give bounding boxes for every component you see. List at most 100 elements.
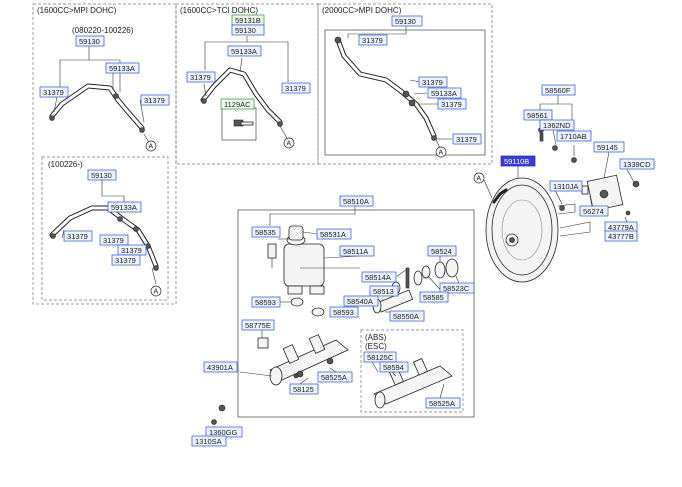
svg-text:58525A: 58525A — [429, 399, 455, 408]
part-label-58585[interactable]: 58585 — [419, 291, 449, 303]
part-label-58593-1[interactable]: 58593 — [251, 296, 281, 308]
part-label-58514A[interactable]: 58514A — [361, 271, 397, 283]
part-label-59130-c[interactable]: 59130 — [391, 15, 423, 27]
part-label-31379-d4[interactable]: 31379 — [111, 254, 141, 266]
part-label-59145[interactable]: 59145 — [593, 141, 625, 153]
svg-text:1362ND: 1362ND — [543, 121, 571, 130]
part-label-58525A-1[interactable]: 58525A — [317, 371, 353, 383]
frame-1600-mpi — [32, 3, 177, 305]
hose-assembly-4 — [49, 205, 159, 271]
svg-text:58593: 58593 — [255, 298, 276, 307]
part-label-59133A-c[interactable]: 59133A — [427, 87, 462, 99]
part-label-1310SA[interactable]: 1310SA — [191, 435, 227, 447]
svg-text:31379: 31379 — [115, 256, 136, 265]
part-label-58525A-2[interactable]: 58525A — [425, 397, 461, 409]
part-label-58531A[interactable]: 58531A — [316, 228, 352, 240]
svg-text:58593: 58593 — [333, 308, 354, 317]
part-label-56274[interactable]: 56274 — [579, 205, 609, 217]
part-label-31379-c3[interactable]: 31379 — [437, 98, 467, 110]
part-label-58540A[interactable]: 58540A — [343, 295, 379, 307]
part-label-59133A-a[interactable]: 59133A — [105, 62, 140, 74]
part-label-31379-b1[interactable]: 31379 — [186, 71, 216, 83]
ref-circle-a-5: A — [473, 172, 485, 184]
svg-text:59130: 59130 — [395, 17, 416, 26]
mc-small-parts — [211, 337, 299, 425]
part-label-58510A[interactable]: 58510A — [339, 195, 374, 207]
part-label-31379-b2[interactable]: 31379 — [281, 82, 311, 94]
part-label-58593-2[interactable]: 58593 — [329, 306, 359, 318]
ref-circle-a-1: A — [145, 140, 157, 152]
frame-range-2 — [41, 156, 169, 301]
part-label-58775E[interactable]: 58775E — [241, 319, 275, 331]
part-label-1339CD[interactable]: 1339CD — [619, 158, 655, 170]
svg-text:31379: 31379 — [121, 246, 142, 255]
part-label-58561[interactable]: 58561 — [523, 109, 553, 121]
part-label-43901A[interactable]: 43901A — [203, 361, 238, 373]
section-1600-mpi: (1600CC>MPI DOHC) — [37, 6, 117, 15]
svg-text:58524: 58524 — [431, 247, 452, 256]
svg-text:58125: 58125 — [293, 385, 314, 394]
part-label-59110B[interactable]: 59110B — [500, 155, 536, 167]
part-label-59130-d[interactable]: 59130 — [87, 169, 117, 181]
svg-text:59130: 59130 — [79, 37, 100, 46]
part-label-58594[interactable]: 58594 — [379, 361, 409, 373]
svg-text:58514A: 58514A — [365, 273, 391, 282]
svg-text:59133A: 59133A — [111, 203, 137, 212]
part-label-58125[interactable]: 58125 — [289, 383, 319, 395]
part-label-58513[interactable]: 58513 — [369, 285, 399, 297]
part-label-58535[interactable]: 58535 — [251, 226, 281, 238]
part-label-59133A-d[interactable]: 59133A — [107, 201, 142, 213]
part-label-31379-a2[interactable]: 31379 — [140, 94, 170, 106]
svg-text:58125C: 58125C — [367, 353, 394, 362]
part-label-31379-d3[interactable]: 31379 — [117, 244, 147, 256]
svg-text:58535: 58535 — [255, 228, 276, 237]
part-label-59131B[interactable]: 59131B — [231, 14, 265, 26]
part-label-58560F[interactable]: 58560F — [541, 84, 576, 96]
svg-text:31379: 31379 — [422, 78, 443, 87]
part-label-59130-a[interactable]: 59130 — [75, 35, 105, 47]
part-label-1310JA-r[interactable]: 1310JA — [549, 180, 583, 192]
svg-text:31379: 31379 — [144, 96, 165, 105]
ref-circle-a-2: A — [283, 137, 295, 149]
svg-text:56274: 56274 — [583, 207, 604, 216]
svg-text:58594: 58594 — [383, 363, 404, 372]
svg-text:A: A — [439, 150, 444, 157]
part-label-58550A[interactable]: 58550A — [389, 310, 425, 322]
reservoir — [283, 225, 325, 295]
part-label-58524[interactable]: 58524 — [427, 245, 457, 257]
svg-text:1310JA: 1310JA — [553, 182, 578, 191]
svg-text:31379: 31379 — [285, 84, 306, 93]
svg-text:58510A: 58510A — [343, 197, 369, 206]
part-label-31379-c2[interactable]: 31379 — [418, 76, 448, 88]
svg-text:59130: 59130 — [235, 26, 256, 35]
part-label-1129AC[interactable]: 1129AC — [220, 98, 255, 110]
svg-text:31379: 31379 — [456, 135, 477, 144]
seal-ring-1 — [290, 297, 325, 317]
section-1600-tci: (1600CC>TCI DOHC) — [180, 6, 258, 15]
svg-text:58513: 58513 — [373, 287, 394, 296]
part-label-58523C[interactable]: 58523C — [439, 282, 475, 294]
frame-abs-esc — [360, 329, 464, 413]
part-label-1360GG[interactable]: 1360GG — [205, 426, 243, 438]
part-label-43777B[interactable]: 43777B — [604, 230, 638, 242]
part-label-59133A-b[interactable]: 59133A — [227, 45, 262, 57]
part-label-31379-d2[interactable]: 31379 — [99, 234, 129, 246]
part-label-31379-d1[interactable]: 31379 — [63, 230, 93, 242]
part-label-43779A[interactable]: 43779A — [604, 221, 638, 233]
frame-master-cylinder — [237, 209, 475, 418]
part-label-58511A[interactable]: 58511A — [339, 245, 375, 257]
section-2000-mpi: (2000CC>MPI DOHC) — [322, 6, 402, 15]
svg-text:59133A: 59133A — [431, 89, 457, 98]
booster-bracket — [586, 174, 624, 212]
part-label-1710AB[interactable]: 1710AB — [556, 130, 592, 142]
part-label-1362ND[interactable]: 1362ND — [539, 119, 575, 131]
part-label-59130-b[interactable]: 59130 — [231, 24, 265, 36]
part-label-31379-a1[interactable]: 31379 — [39, 86, 69, 98]
svg-text:58525A: 58525A — [321, 373, 347, 382]
range-label-2: (100226-) — [48, 160, 83, 169]
frame-2000-inner — [324, 29, 486, 156]
part-label-31379-c4[interactable]: 31379 — [452, 133, 482, 145]
part-label-58125C[interactable]: 58125C — [363, 351, 397, 363]
svg-text:1710AB: 1710AB — [560, 132, 587, 141]
part-label-31379-c1[interactable]: 31379 — [358, 34, 388, 46]
